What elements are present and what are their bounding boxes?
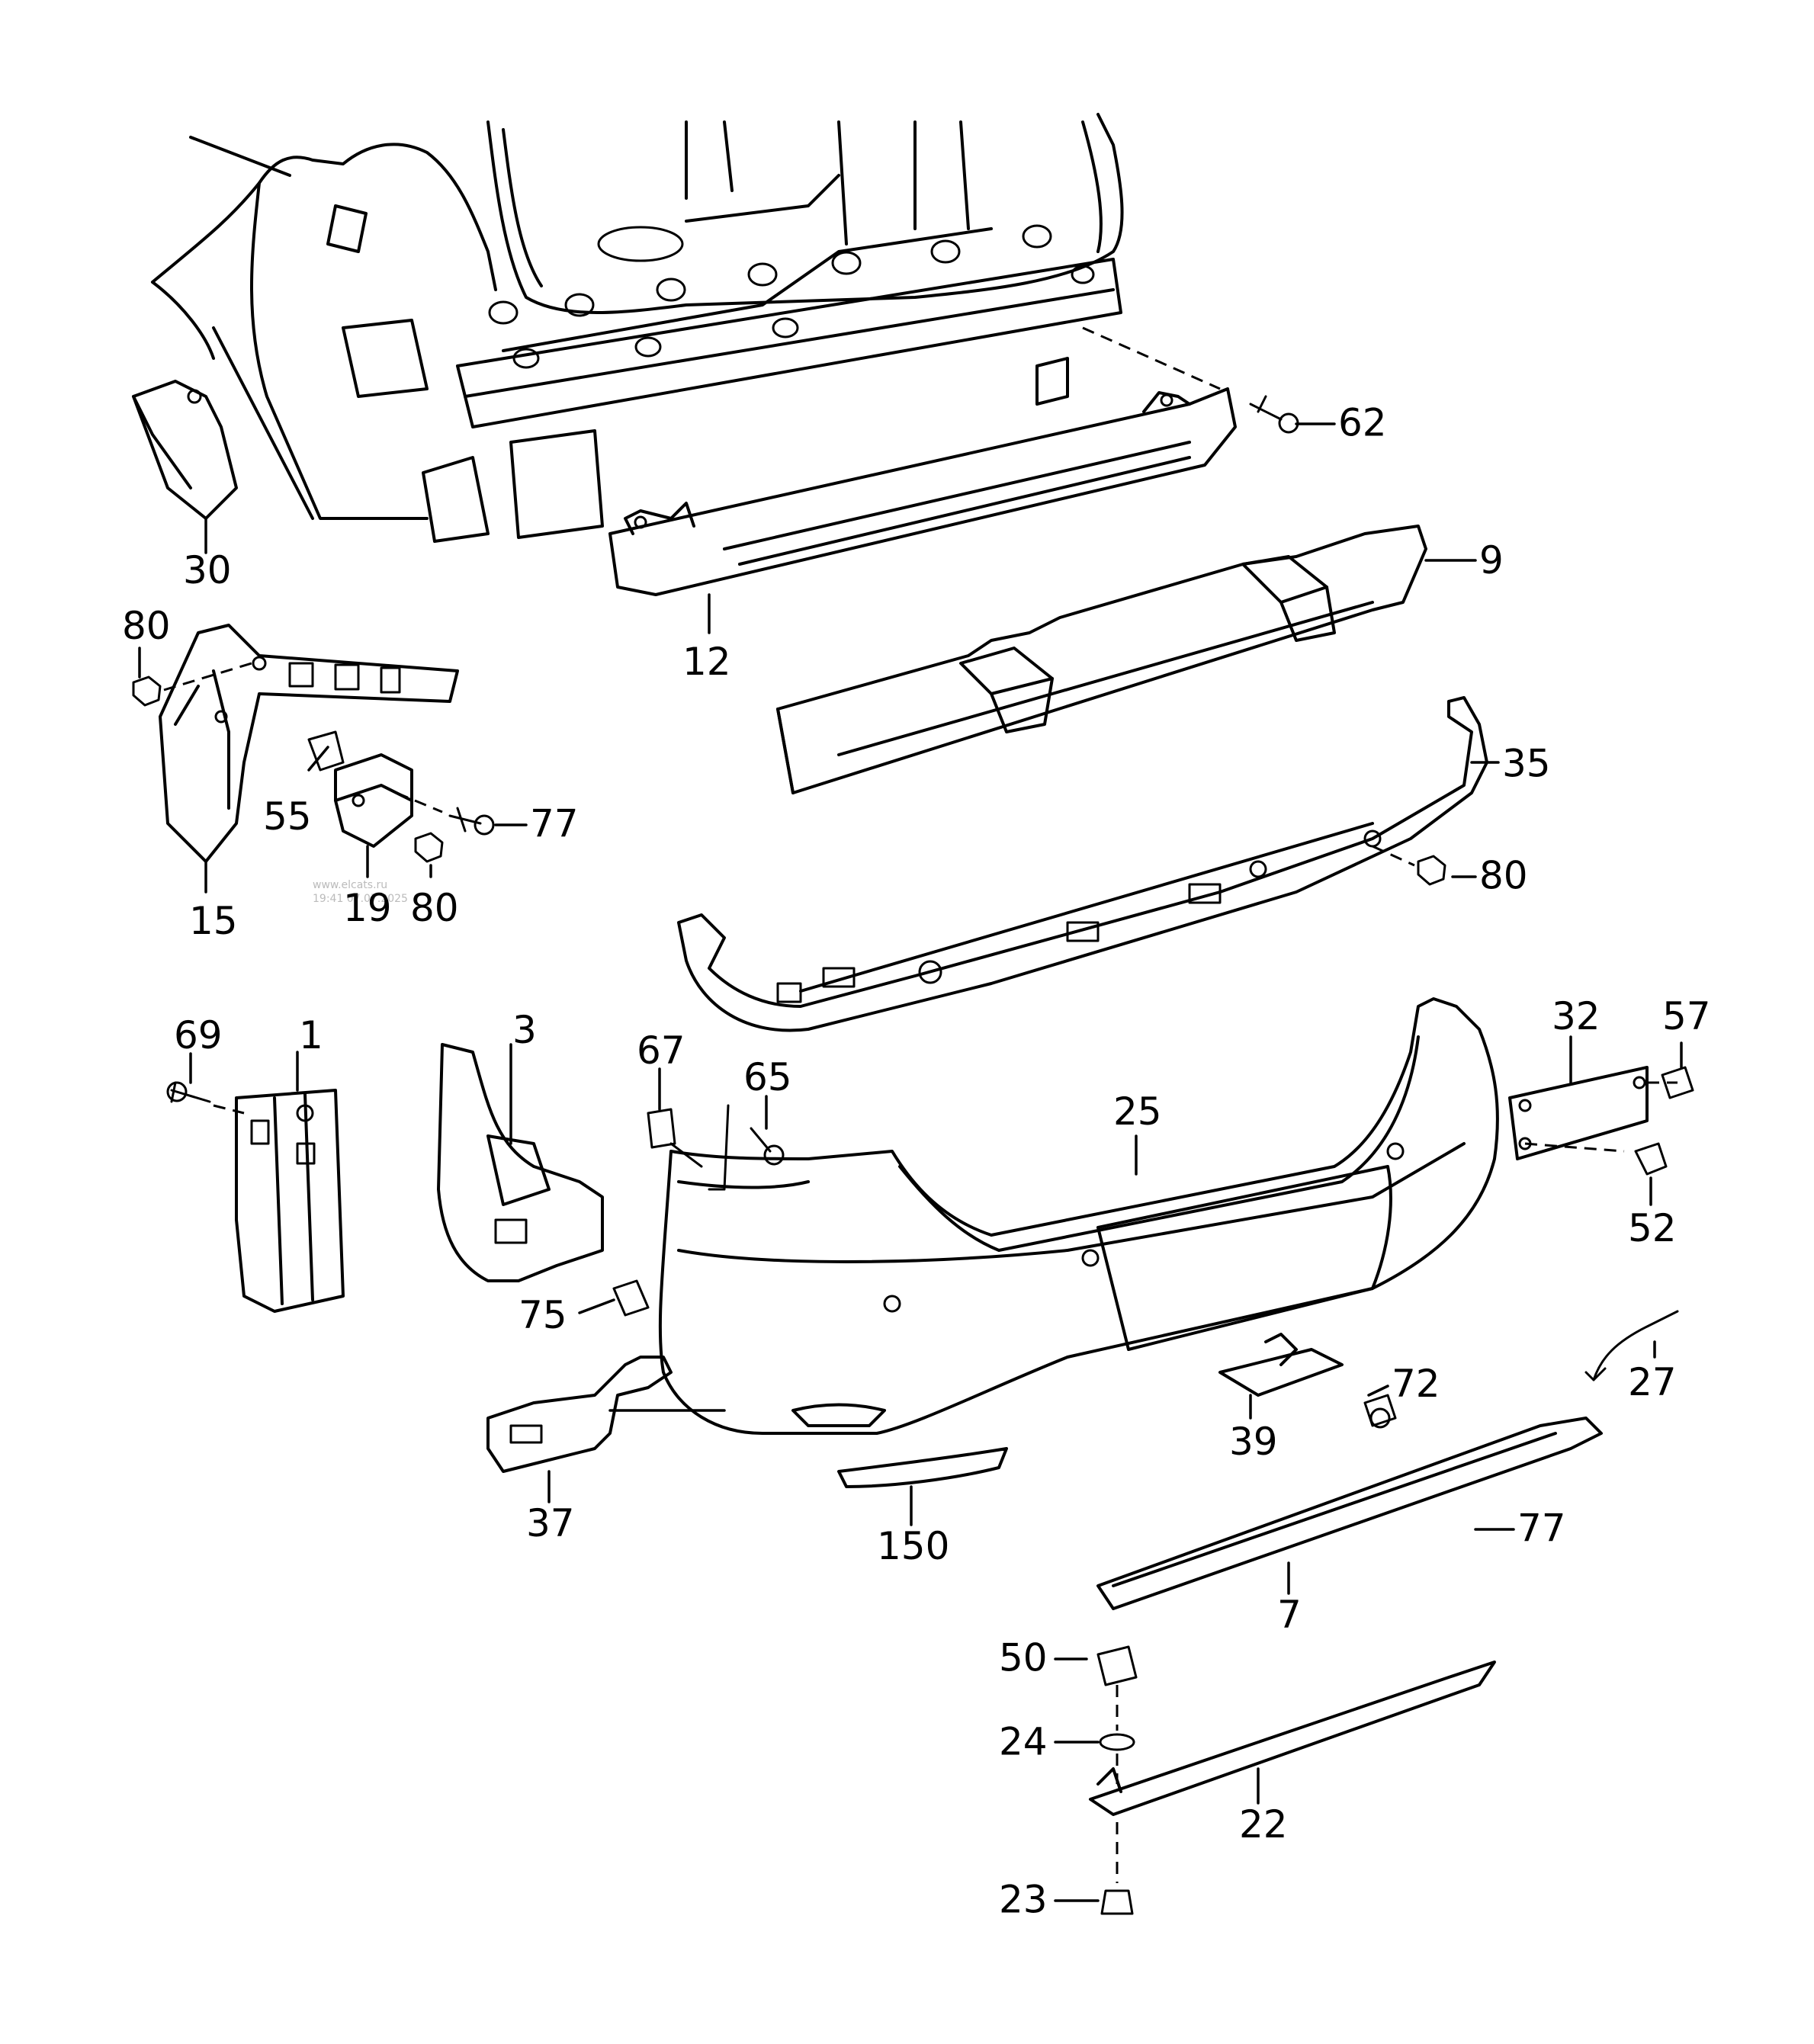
callout-labels: 62 30 9 12 80 35 55 77 80 15 19 80 69 1 … (122, 401, 1711, 1922)
callout-55: 55 (263, 794, 312, 839)
callout-80-mid: 80 (410, 886, 459, 930)
svg-text:19:41 07.07.2025: 19:41 07.07.2025 (313, 893, 408, 905)
part-27-arrow (1584, 1310, 1679, 1381)
callout-25: 25 (1113, 1089, 1162, 1134)
callout-80-right: 80 (1479, 854, 1528, 898)
callout-67: 67 (637, 1028, 685, 1073)
callout-75: 75 (519, 1293, 567, 1337)
part-30-bracket (132, 380, 238, 520)
callout-52: 52 (1628, 1206, 1677, 1250)
callout-12: 12 (682, 640, 731, 684)
callout-23: 23 (999, 1878, 1048, 1922)
callout-24: 24 (999, 1720, 1048, 1764)
part-39-bracket (1218, 1333, 1344, 1397)
part-35-bumper-guide (677, 696, 1488, 1032)
part-15-side-guide (159, 624, 459, 863)
callout-35: 35 (1502, 742, 1551, 786)
part-25-bumper-cover (658, 997, 1499, 1435)
callout-80-top-left: 80 (122, 604, 171, 648)
callout-77-left: 77 (530, 802, 579, 846)
part-150-trim (837, 1447, 1008, 1488)
fasteners (132, 326, 1694, 1317)
callout-30: 30 (183, 548, 232, 592)
callout-39: 39 (1229, 1420, 1278, 1464)
part-7-spoiler (1096, 1394, 1603, 1610)
callout-32: 32 (1552, 994, 1600, 1038)
part-37-lower-bracket (486, 1356, 726, 1473)
callout-72: 72 (1392, 1362, 1440, 1406)
svg-text:www.elcats.ru: www.elcats.ru (313, 879, 387, 891)
callout-27: 27 (1628, 1360, 1677, 1404)
callout-9: 9 (1479, 538, 1504, 582)
part-12-reinforcement (608, 387, 1237, 596)
callout-77-right: 77 (1517, 1507, 1566, 1551)
part-22-lower-trim (1089, 1645, 1496, 1915)
leader-lines (138, 422, 1683, 1902)
callout-62: 62 (1338, 401, 1387, 445)
watermark: www.elcats.ru 19:41 07.07.2025 (313, 879, 408, 905)
part-32-plate (1508, 1066, 1678, 1160)
callout-150: 150 (877, 1524, 949, 1568)
callout-1: 1 (299, 1013, 323, 1057)
part-1-bracket (235, 1089, 345, 1313)
part-19-holder (334, 753, 413, 848)
callout-7: 7 (1277, 1593, 1302, 1637)
part-3-arch-bracket (437, 1043, 604, 1282)
callout-57: 57 (1662, 994, 1711, 1038)
vehicle-rear-body (151, 113, 1124, 543)
callout-19: 19 (343, 886, 392, 930)
part-9-absorber (776, 525, 1427, 794)
callout-37: 37 (526, 1501, 575, 1545)
callout-22: 22 (1239, 1802, 1288, 1847)
callout-69: 69 (174, 1013, 223, 1057)
callout-65: 65 (743, 1055, 792, 1099)
callout-50: 50 (999, 1636, 1048, 1680)
callout-15: 15 (189, 899, 238, 943)
callout-3: 3 (512, 1008, 537, 1052)
